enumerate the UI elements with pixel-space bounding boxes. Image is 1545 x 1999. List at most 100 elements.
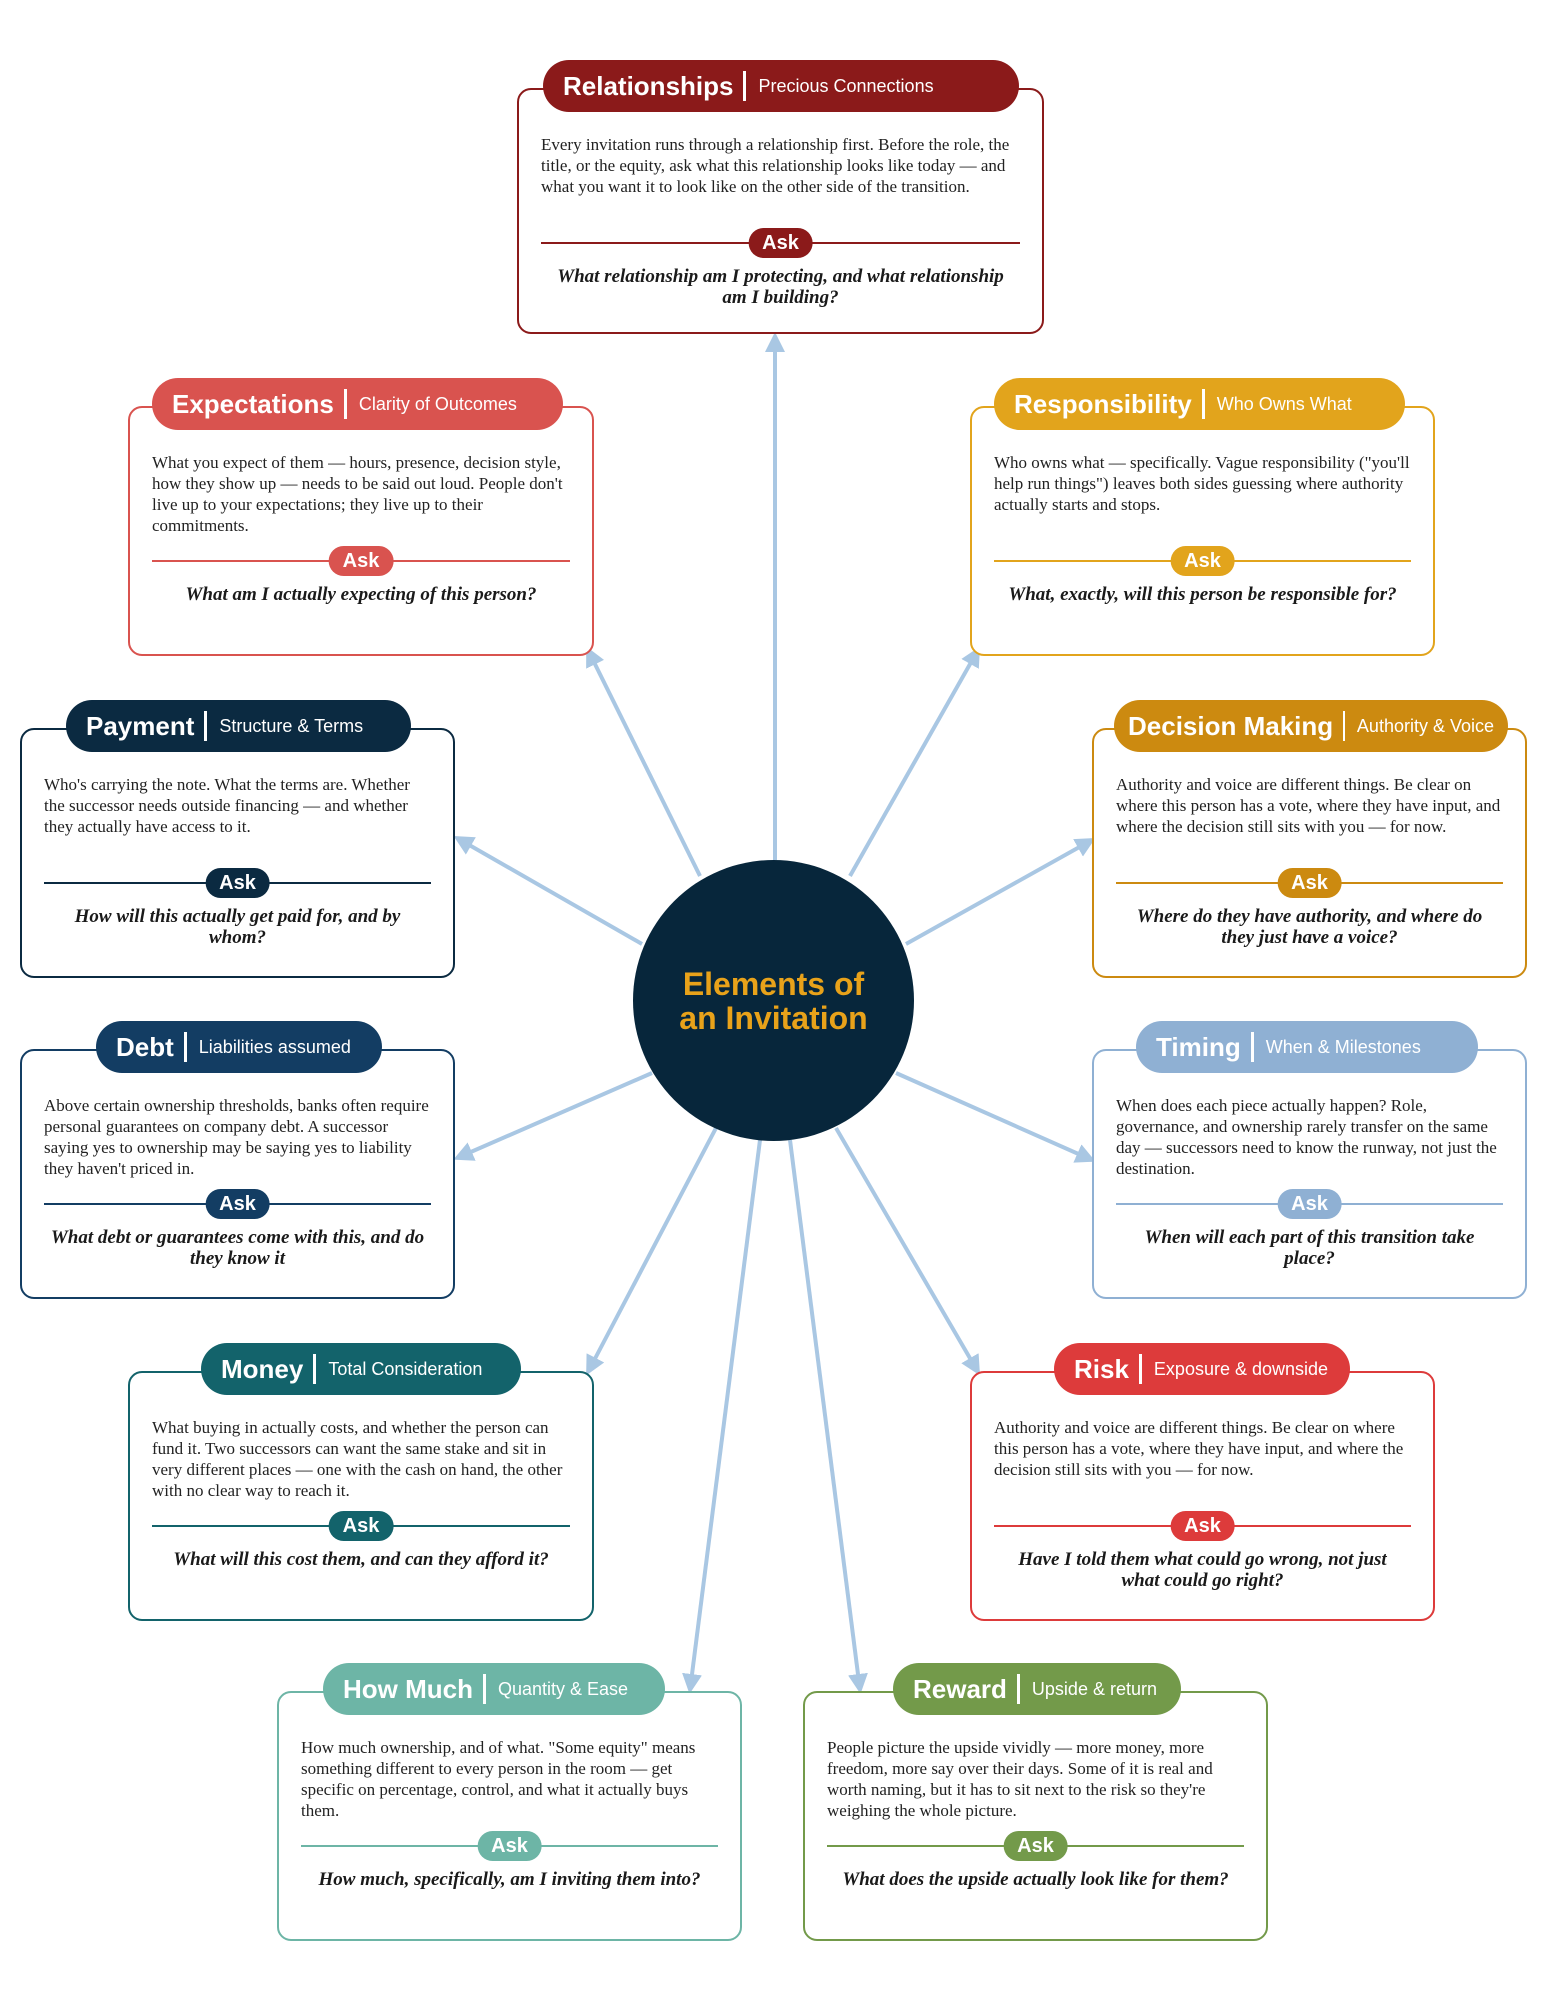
connector-payment [453, 836, 643, 946]
title-separator [313, 1354, 317, 1384]
card-title: How Much [343, 1673, 473, 1704]
card-frame [277, 1691, 742, 1941]
card-header-pill: Money Total Consideration [201, 1343, 521, 1395]
card-frame [128, 406, 594, 656]
ask-badge: Ask [748, 228, 813, 258]
card-question: What am I actually expecting of this per… [185, 584, 537, 605]
hub-title: Elements of an Invitation [679, 965, 868, 1036]
card-frame [517, 88, 1044, 334]
card-header-pill: Debt Liabilities assumed [96, 1021, 382, 1073]
ask-divider: Ask [152, 544, 570, 578]
card-decision-making: Decision Making Authority & Voice Author… [1092, 700, 1527, 978]
card-question: What debt or guarantees come with this, … [50, 1227, 425, 1269]
card-header-pill: Decision Making Authority & Voice [1114, 700, 1508, 752]
ask-divider: Ask [994, 1509, 1411, 1543]
card-question: Where do they have authority, and where … [1136, 906, 1483, 948]
card-money: Money Total Consideration What buying in… [128, 1343, 594, 1621]
card-relationships: Relationships Precious Connections Every… [517, 60, 1044, 334]
title-separator [1016, 1674, 1020, 1704]
card-risk: Risk Exposure & downside Authority and v… [970, 1343, 1435, 1621]
card-frame [20, 1049, 455, 1299]
ask-divider: Ask [301, 1829, 718, 1863]
card-question: When will each part of this transition t… [1144, 1227, 1475, 1269]
ask-badge: Ask [1170, 1511, 1235, 1541]
card-debt: Debt Liabilities assumed Above certain o… [20, 1021, 455, 1299]
connector-decision [905, 838, 1096, 946]
card-subtitle: Upside & return [1031, 1678, 1157, 1699]
connector-money [586, 1127, 718, 1376]
card-responsibility: Responsibility Who Owns What Who owns wh… [970, 378, 1435, 656]
connector-howmuch [682, 1139, 762, 1694]
card-frame [970, 406, 1435, 656]
card-description: Who's carrying the note. What the terms … [44, 775, 410, 836]
ask-divider: Ask [1116, 1187, 1503, 1221]
ask-divider: Ask [994, 544, 1411, 578]
card-subtitle: Structure & Terms [219, 715, 364, 736]
ask-badge: Ask [1170, 546, 1235, 576]
connector-timing [895, 1071, 1096, 1163]
connector-debt [453, 1071, 653, 1161]
card-subtitle: Total Consideration [328, 1358, 483, 1379]
card-how-much: How Much Quantity & Ease How much owners… [277, 1663, 742, 1941]
card-question: How much, specifically, am I inviting th… [318, 1869, 701, 1890]
card-title: Responsibility [1014, 388, 1192, 419]
title-separator [1250, 1032, 1254, 1062]
card-subtitle: Who Owns What [1216, 393, 1352, 414]
connector-risk [834, 1126, 981, 1376]
card-description: Who owns what — specifically. Vague resp… [994, 453, 1410, 514]
card-header-pill: Payment Structure & Terms [66, 700, 411, 752]
card-title: Payment [86, 710, 195, 741]
title-separator [204, 711, 208, 741]
ask-badge: Ask [328, 1511, 394, 1541]
ask-divider: Ask [44, 1187, 431, 1221]
card-title: Risk [1074, 1353, 1129, 1384]
card-description: What you expect of them — hours, presenc… [152, 453, 563, 535]
card-title: Timing [1156, 1031, 1241, 1062]
card-question: What will this cost them, and can they a… [173, 1549, 549, 1570]
card-frame [20, 728, 455, 978]
card-description: People picture the upside vividly — more… [827, 1738, 1213, 1820]
card-description: Above certain ownership thresholds, bank… [44, 1096, 429, 1178]
ask-badge: Ask [205, 1189, 270, 1219]
card-description: Every invitation runs through a relation… [541, 135, 1010, 196]
card-frame [128, 1371, 594, 1621]
card-subtitle: Clarity of Outcomes [358, 393, 517, 414]
ask-badge: Ask [477, 1831, 542, 1861]
card-header-pill: Relationships Precious Connections [543, 60, 1019, 112]
title-separator [1138, 1354, 1142, 1384]
card-subtitle: Quantity & Ease [498, 1678, 629, 1699]
card-header-pill: Timing When & Milestones [1136, 1021, 1478, 1073]
ask-badge: Ask [205, 868, 270, 898]
card-question: Have I told them what could go wrong, no… [1018, 1549, 1387, 1591]
card-question: What relationship am I protecting, and w… [557, 266, 1004, 308]
ask-divider: Ask [44, 866, 431, 900]
card-payment: Payment Structure & Terms Who's carrying… [20, 700, 455, 978]
central-hub: Elements of an Invitation [633, 860, 914, 1141]
card-header-pill: Risk Exposure & downside [1054, 1343, 1350, 1395]
title-separator [1201, 389, 1205, 419]
card-title: Relationships [563, 70, 734, 101]
card-subtitle: Liabilities assumed [198, 1036, 351, 1057]
card-reward: Reward Upside & return People picture th… [803, 1663, 1268, 1941]
ask-badge: Ask [1003, 1831, 1068, 1861]
connector-reward [788, 1139, 868, 1694]
card-timing: Timing When & Milestones When does each … [1092, 1021, 1527, 1299]
card-question: How will this actually get paid for, and… [74, 906, 401, 948]
card-title: Decision Making [1128, 710, 1334, 741]
card-subtitle: When & Milestones [1265, 1036, 1421, 1057]
card-description: How much ownership, and of what. "Some e… [301, 1738, 696, 1820]
ask-divider: Ask [1116, 866, 1503, 900]
card-description: Authority and voice are different things… [1116, 775, 1501, 836]
card-header-pill: How Much Quantity & Ease [323, 1663, 665, 1715]
card-subtitle: Authority & Voice [1356, 715, 1494, 736]
connector-expectations [586, 646, 702, 877]
ask-divider: Ask [827, 1829, 1244, 1863]
card-header-pill: Reward Upside & return [893, 1663, 1181, 1715]
ask-divider: Ask [541, 226, 1020, 260]
title-separator [483, 1674, 486, 1704]
card-expectations: Expectations Clarity of Outcomes What yo… [128, 378, 594, 656]
ask-badge: Ask [1277, 868, 1342, 898]
card-description: Authority and voice are different things… [994, 1418, 1404, 1479]
card-title: Debt [116, 1031, 174, 1062]
